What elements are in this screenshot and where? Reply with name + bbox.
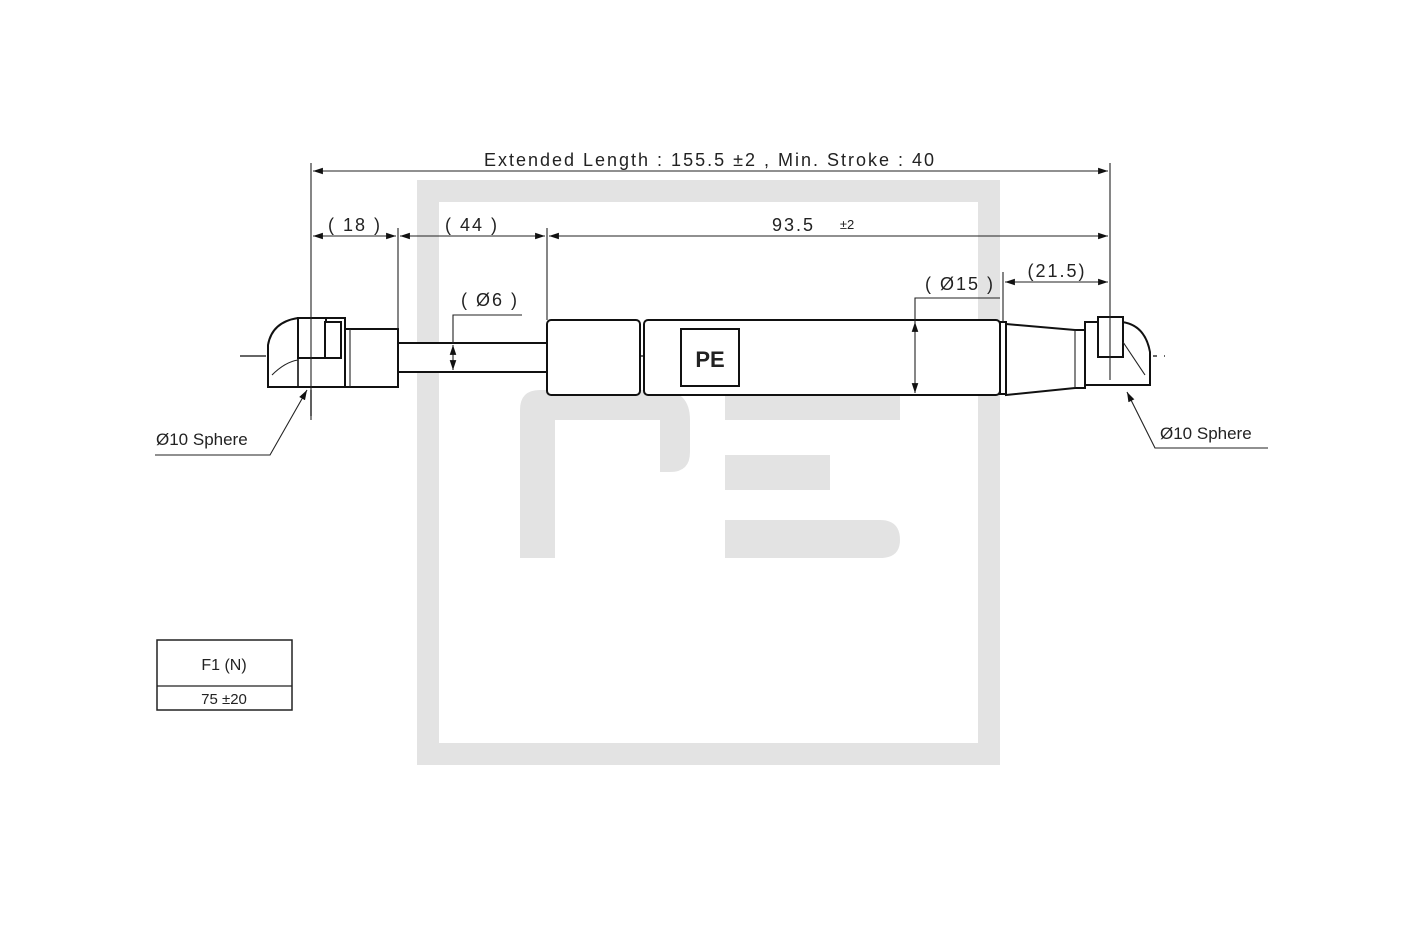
dim-body-diameter: ( Ø15 ) (925, 274, 995, 294)
right-ball-socket (999, 316, 1151, 397)
body-diameter-leader (914, 297, 1000, 322)
dim-rod-diameter: ( Ø6 ) (461, 290, 519, 310)
force-table-value: 75 ±20 (201, 691, 247, 708)
watermark-logo (417, 180, 1000, 765)
left-ball-socket (267, 317, 399, 388)
force-table-header: F1 (N) (201, 657, 246, 674)
dim-93-5-tolerance: ±2 (840, 217, 854, 232)
dim-44: ( 44 ) (445, 215, 499, 235)
dim-21-5: (21.5) (1027, 261, 1086, 281)
left-sphere-leader (155, 389, 308, 456)
cylinder-body (546, 319, 1001, 396)
piston-rod (397, 342, 548, 373)
dim-93-5: 93.5 (772, 215, 815, 235)
svg-text:PE: PE (695, 347, 724, 372)
right-sphere-leader (1126, 391, 1268, 449)
pe-logo-box: PE (680, 328, 740, 387)
right-sphere-label: Ø10 Sphere (1160, 424, 1252, 443)
rod-diameter-leader (452, 314, 522, 343)
overall-dimension-label: Extended Length : 155.5 ±2 , Min. Stroke… (484, 150, 936, 170)
dim-18: ( 18 ) (328, 215, 382, 235)
left-sphere-label: Ø10 Sphere (156, 430, 248, 449)
extension-lines (310, 163, 1111, 420)
force-table: F1 (N) 75 ±20 (156, 639, 293, 711)
